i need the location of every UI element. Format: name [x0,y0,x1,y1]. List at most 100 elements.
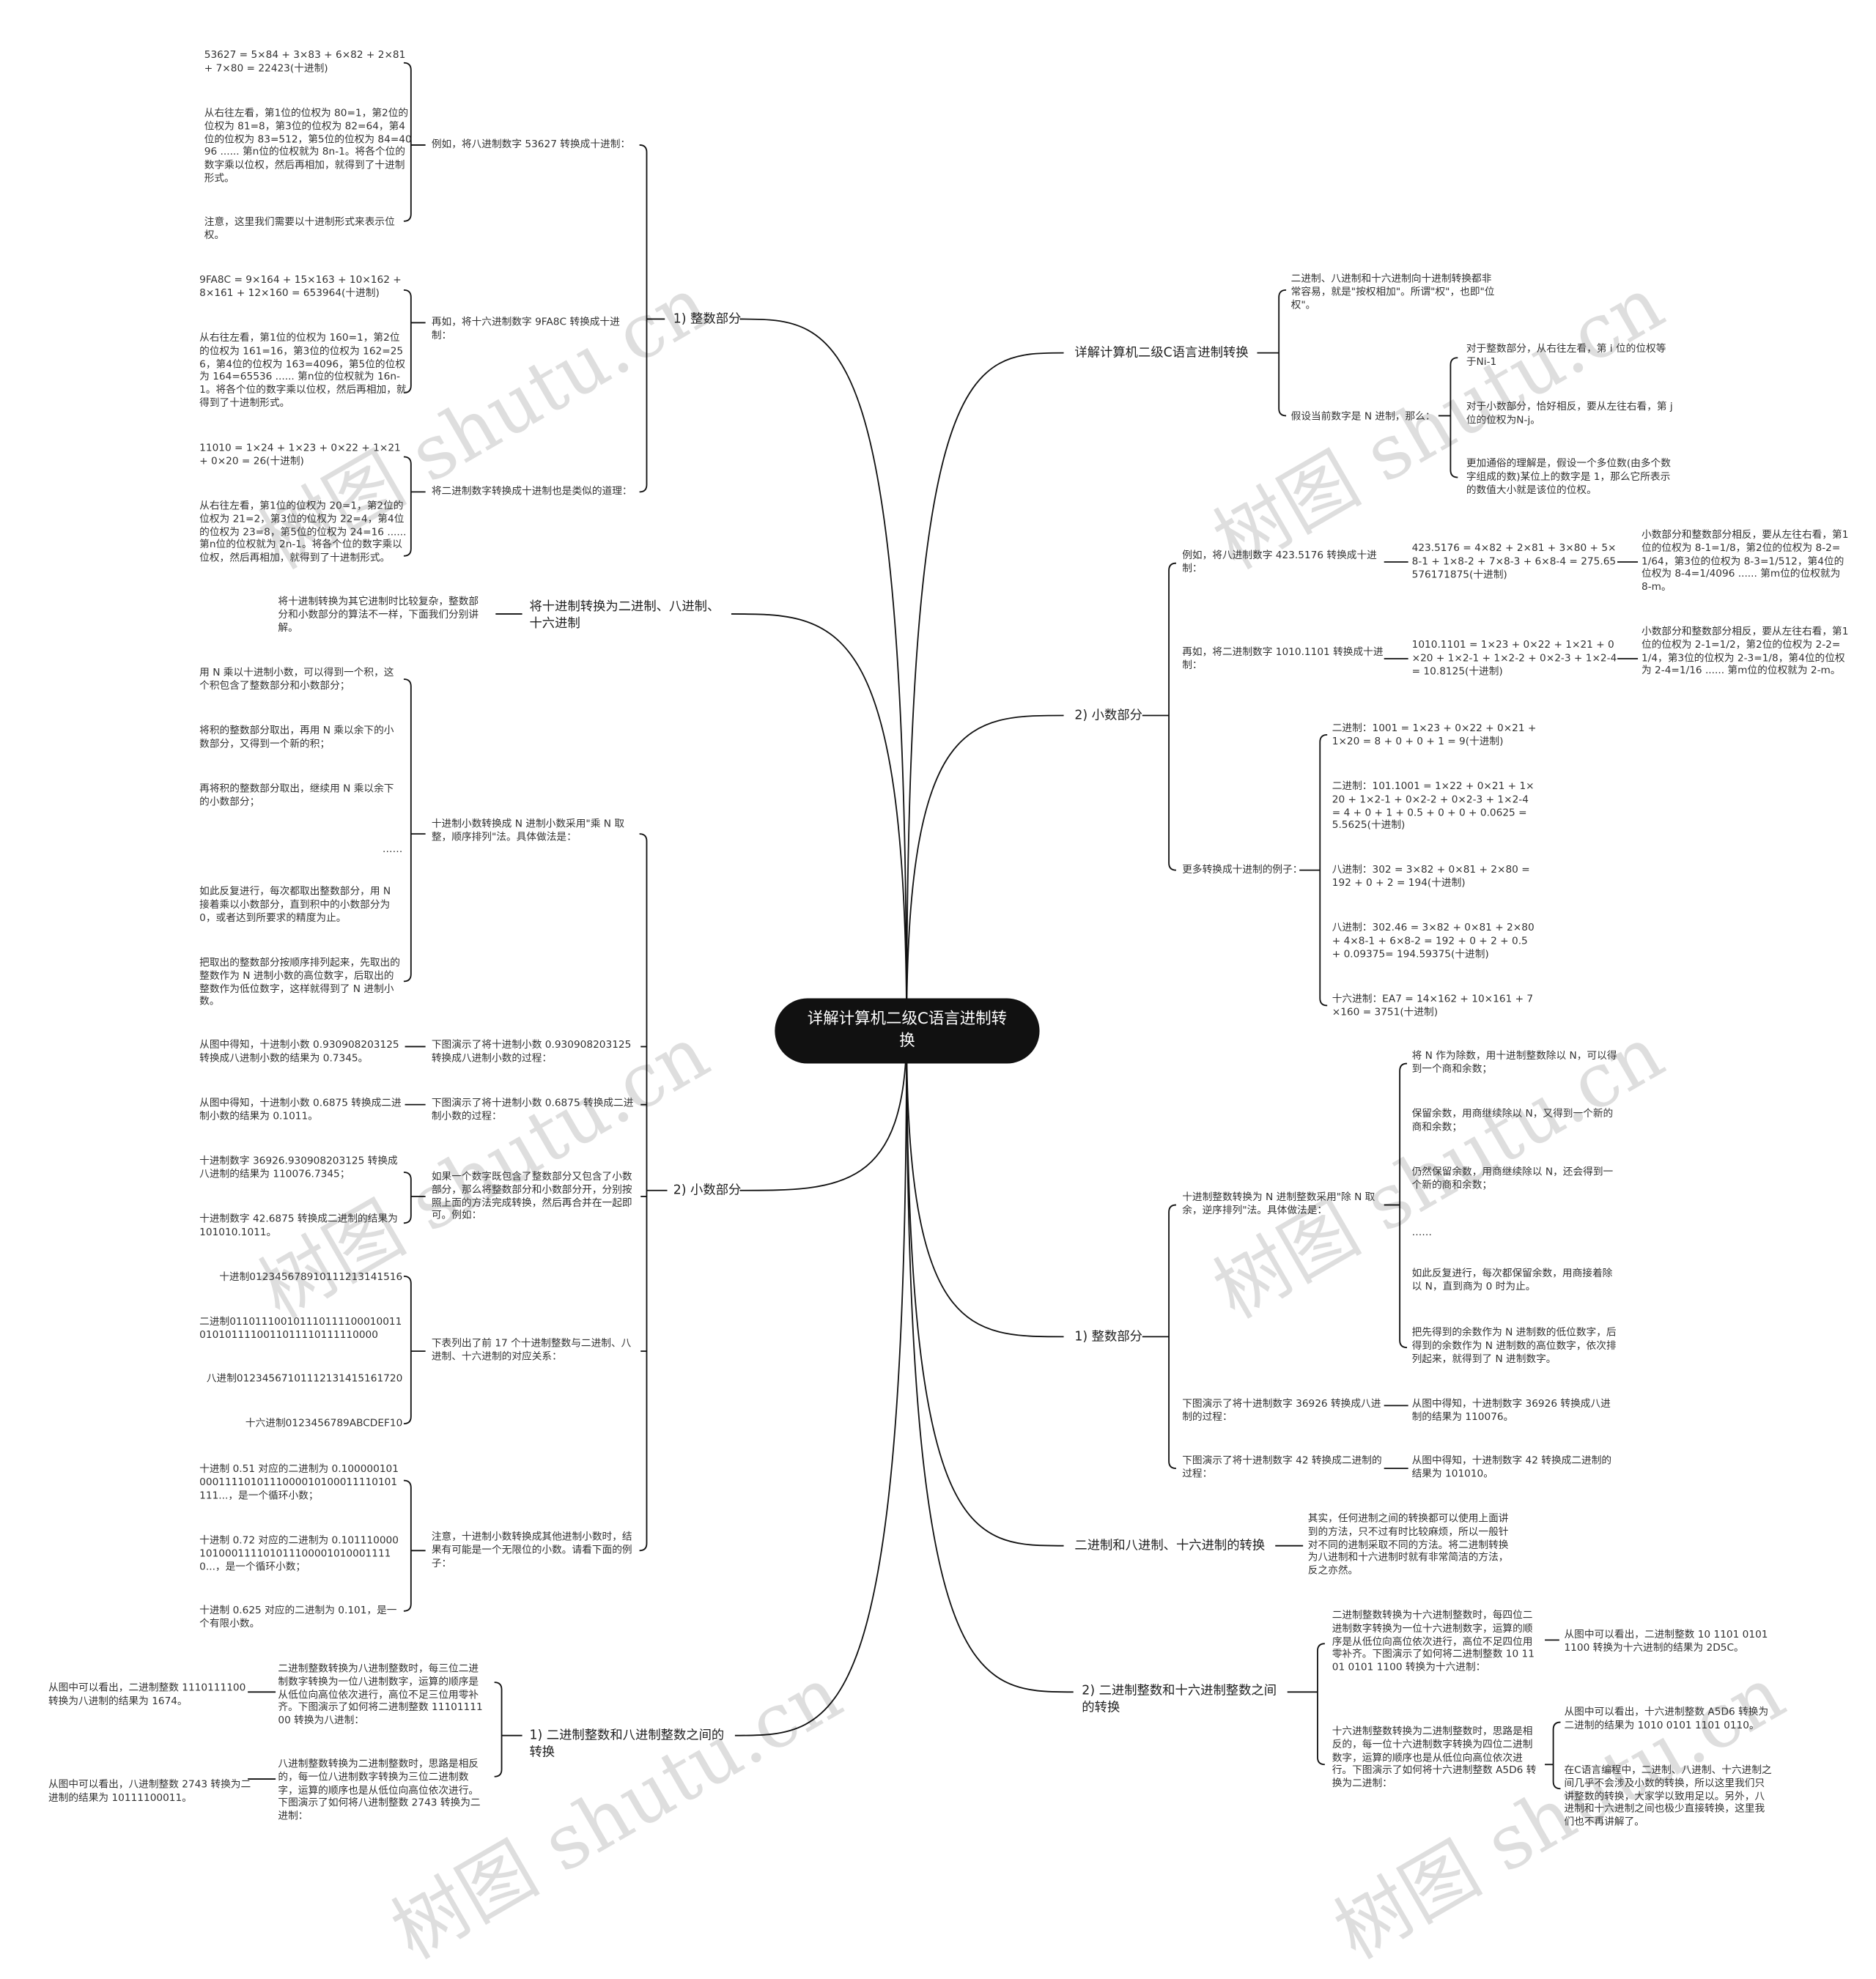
leaf-node[interactable]: 从右往左看，第1位的位权为 80=1，第2位的位权为 81=8，第3位的位权为 … [204,106,412,184]
table-row[interactable]: 二进制0110111001011101111000100110101011110… [199,1314,402,1340]
connector [494,1682,503,1778]
equation-node[interactable]: 423.5176 = 4×82 + 2×81 + 3×80 + 5×8-1 + … [1411,541,1617,580]
leaf-node[interactable]: 小数部分和整数部分相反，要从左往右看，第1位的位权为 2-1=1/2，第2位的位… [1642,624,1849,676]
connector-lines [248,62,1639,1790]
branch-node[interactable]: 1) 整数部分 [673,311,742,327]
leaf-node[interactable]: 从图中可以看出，二进制整数 1110111100 转换为八进制的结果为 1674… [48,1681,246,1706]
root-node[interactable]: 详解计算机二级C语言进制转换 [775,998,1040,1064]
leaf-node[interactable]: 对于小数部分，恰好相反，要从左往右看，第 j 位的位权为N-j。 [1466,399,1673,426]
leaf-node[interactable]: 注意，这里我们需要以十进制形式来表示位权。 [204,215,395,240]
branch-node[interactable]: 将十进制转换为二进制、八进制、十六进制 [529,599,720,632]
leaf-node[interactable]: 再将积的整数部分取出，继续用 N 乘以余下的小数部分； [199,782,394,807]
leaf-node[interactable]: 保留余数，用商继续除以 N，又得到一个新的商和余数； [1411,1106,1614,1133]
topic-node[interactable]: 将二进制数字转换成十进制也是类似的道理： [431,484,632,497]
topic-node[interactable]: 十进制小数转换成 N 进制小数采用"乘 N 取整，顺序排列"法。具体做法是： [431,817,625,843]
equation-node[interactable]: 1010.1101 = 1×23 + 0×22 + 1×21 + 0×20 + … [1411,637,1617,677]
leaf-node[interactable]: 十进制数字 36926.930908203125 转换成八进制的结果为 1100… [199,1154,398,1180]
connector [1552,1721,1561,1790]
leaf-node[interactable]: …… [382,842,403,855]
topic-node[interactable]: 二进制、八进制和十六进制向十进制转换都非常容易，就是"按权相加"。所谓"权"，也… [1290,272,1495,311]
branch-node[interactable]: 二进制和八进制、十六进制的转换 [1074,1538,1266,1553]
topic-node[interactable]: 再如，将二进制数字 1010.1101 转换成十进制： [1182,645,1384,671]
leaf-node[interactable]: 用 N 乘以十进制小数，可以得到一个积，这个积包含了整数部分和小数部分； [199,665,394,692]
connector [1278,289,1287,417]
leaf-node[interactable]: 将十进制转换为其它进制时比较复杂，整数部分和小数部分的算法不一样，下面我们分别讲… [278,594,479,633]
leaf-node[interactable]: 11010 = 1×24 + 1×23 + 0×22 + 1×21 + 0×20… [199,441,401,467]
leaf-node[interactable]: 十六进制：EA7 = 14×162 + 10×161 + 7×160 = 375… [1332,992,1534,1018]
topic-node[interactable]: 下图演示了将十进制数字 42 转换成二进制的过程： [1182,1454,1382,1479]
leaf-node[interactable]: 从图中得知，十进制小数 0.6875 转换成二进制小数的结果为 0.1011。 [199,1096,402,1122]
table-row[interactable]: 十六进制0123456789ABCDEF10 [245,1416,403,1429]
leaf-node[interactable]: 十进制 0.625 对应的二进制为 0.101，是一个有限小数。 [199,1603,397,1630]
connector [403,456,412,557]
branch-node[interactable]: 2) 小数部分 [1074,708,1142,723]
leaf-node[interactable]: 十进制数字 42.6875 转换成二进制的结果为 101010.1011。 [199,1212,398,1238]
topic-node[interactable]: 例如，将八进制数字 423.5176 转换成十进制： [1182,548,1377,574]
topic-node[interactable]: 下表列出了前 17 个十进制整数与二进制、八进制、十六进制的对应关系： [431,1336,632,1362]
leaf-node[interactable]: 二进制：101.1001 = 1×22 + 0×21 + 1×20 + 1×2-… [1332,779,1535,831]
branch-node[interactable]: 2) 二进制整数和十六进制整数之间的转换 [1082,1683,1277,1715]
connector [1319,733,1328,1007]
leaf-node[interactable]: 从右往左看，第1位的位权为 20=1，第2位的位权为 21=2，第3位的位权为 … [199,499,407,563]
connector [739,1031,908,1191]
topic-node[interactable]: 如果一个数字既包含了整数部分又包含了小数部分，那么将整数部分和小数部分开，分别按… [431,1169,632,1221]
leaf-node[interactable]: …… [1411,1225,1432,1238]
topic-node[interactable]: 更多转换成十进制的例子： [1182,862,1303,876]
table-row[interactable]: 十进制012345678910111213141516 [219,1270,403,1283]
leaf-node[interactable]: 八进制：302.46 = 3×82 + 0×81 + 2×80 + 4×8-1 … [1332,920,1535,960]
topic-node[interactable]: 二进制整数转换为八进制整数时，每三位二进制数字转换为一位八进制数字，运算的顺序是… [278,1662,483,1726]
topic-node[interactable]: 十进制整数转换为 N 进制整数采用"除 N 取余，逆序排列"法。具体做法是： [1182,1190,1375,1216]
topic-node[interactable]: 下图演示了将十进制小数 0.930908203125 转换成八进制小数的过程： [431,1037,632,1064]
leaf-node[interactable]: 从图中可以看出，八进制整数 2743 转换为二进制的结果为 1011110001… [48,1778,251,1803]
leaf-node[interactable]: 将 N 作为除数，用十进制整数除以 N，可以得到一个商和余数； [1411,1048,1617,1075]
table-row[interactable]: 八进制01234567101112131415161720 [206,1372,403,1384]
topic-node[interactable]: 二进制整数转换为十六进制整数时，每四位二进制数字转换为一位十六进制数字，运算的顺… [1332,1608,1535,1673]
connector [403,678,412,983]
branch-node[interactable]: 2) 小数部分 [673,1183,742,1198]
leaf-node[interactable]: 更加通俗的理解是，假设一个多位数(由多个数字组成的数)某位上的数字是 1，那么它… [1466,456,1671,495]
topic-node[interactable]: 十六进制整数转换为二进制整数时，思路是相反的，每一位十六进制数字转换为四位二进制… [1332,1724,1537,1789]
leaf-node[interactable]: 十进制 0.72 对应的二进制为 0.101110000101000111101… [199,1534,399,1572]
leaf-node[interactable]: 9FA8C = 9×164 + 15×163 + 10×162 + 8×161 … [199,273,402,299]
branch-node[interactable]: 详解计算机二级C语言进制转换 [1074,345,1249,360]
topic-node[interactable]: 假设当前数字是 N 进制，那么： [1290,410,1436,422]
leaf-node[interactable]: 从图中得知，十进制数字 42 转换成二进制的结果为 101010。 [1411,1454,1612,1479]
topic-node[interactable]: 下图演示了将十进制数字 36926 转换成八进制的过程： [1182,1397,1381,1423]
leaf-node[interactable]: 把取出的整数部分按顺序排列起来，先取出的整数作为 N 进制小数的高位数字，后取出… [199,955,400,1007]
connector [403,62,412,222]
root-label: 详解计算机二级C语言进制转换 [807,1010,1008,1051]
topic-node[interactable]: 例如，将八进制数字 53627 转换成十进制： [431,138,631,150]
topic-node[interactable]: 下图演示了将十进制小数 0.6875 转换成二进制小数的过程： [431,1096,634,1122]
leaf-node[interactable]: 53627 = 5×84 + 3×83 + 6×82 + 2×81 + 7×80… [204,48,406,74]
leaf-node[interactable]: 将积的整数部分取出，再用 N 乘以余下的小数部分，又得到一个新的积； [199,724,394,750]
leaf-node[interactable]: 把先得到的余数作为 N 进制数的低位数字，后得到的余数作为 N 进制数的高位数字… [1411,1325,1617,1364]
leaf-node[interactable]: 从图中可以看出，十六进制整数 A5D6 转换为二进制的结果为 1010 0101… [1564,1705,1769,1731]
leaf-node[interactable]: 从图中可以看出，二进制整数 10 1101 0101 1100 转换为十六进制的… [1564,1627,1768,1654]
leaf-node[interactable]: 从图中得知，十进制数字 36926 转换成八进制的结果为 110076。 [1411,1397,1611,1423]
connector [403,289,412,393]
topic-node[interactable]: 八进制整数转换为二进制整数时，思路是相反的，每一位八进制数字转换为三位二进制数字… [278,1757,481,1822]
leaf-node[interactable]: 在C语言编程中，二进制、八进制、十六进制之间几乎不会涉及小数的转换，所以这里我们… [1564,1763,1772,1828]
leaf-node[interactable]: 从图中得知，十进制小数 0.930908203125 转换成八进制小数的结果为 … [199,1037,399,1064]
branch-node[interactable]: 1) 二进制整数和八进制整数之间的转换 [529,1728,725,1760]
leaf-node[interactable]: 二进制：1001 = 1×23 + 0×22 + 0×21 + 1×20 = 8… [1332,721,1537,747]
topic-node[interactable]: 注意，十进制小数转换成其他进制小数时，结果有可能是一个无限位的小数。请看下面的例… [431,1530,632,1569]
mind-map-canvas: 树图 shutu.cn 树图 shutu.cn 树图 shutu.cn 树图 s… [48,48,1849,1976]
leaf-node[interactable]: 对于整数部分，从右往左看，第 i 位的位权等于Ni-1 [1466,341,1666,368]
leaf-node[interactable]: 如此反复进行，每次都取出整数部分，用 N 接着乘以小数部分，直到积中的小数部分为… [199,884,391,923]
leaf-node[interactable]: 小数部分和整数部分相反，要从左往右看，第1位的位权为 8-1=1/8，第2位的位… [1642,528,1849,593]
connector [1168,562,1177,871]
leaf-node[interactable]: 仍然保留余数，用商继续除以 N，还会得到一个新的商和余数； [1411,1165,1614,1191]
connector [403,1172,412,1224]
leaf-node[interactable]: 其实，任何进制之间的转换都可以使用上面讲到的方法，只不过有时比较麻烦，所以一般针… [1307,1512,1509,1577]
leaf-node[interactable]: 八进制：302 = 3×82 + 0×81 + 2×80 = 192 + 0 +… [1332,862,1530,889]
leaf-node[interactable]: 十进制 0.51 对应的二进制为 0.100000101000111101011… [199,1462,399,1501]
leaf-node[interactable]: 如此反复进行，每次都保留余数，用商接着除以 N，直到商为 0 时为止。 [1411,1266,1613,1292]
connector [906,1031,1074,1693]
connector [639,833,648,1552]
connector [906,714,1064,1032]
topic-node[interactable]: 再如，将十六进制数字 9FA8C 转换成十进制： [431,315,620,341]
connector [639,144,648,493]
branch-node[interactable]: 1) 整数部分 [1074,1329,1142,1344]
leaf-node[interactable]: 从右往左看，第1位的位权为 160=1，第2位的位权为 161=16，第3位的位… [199,330,407,409]
